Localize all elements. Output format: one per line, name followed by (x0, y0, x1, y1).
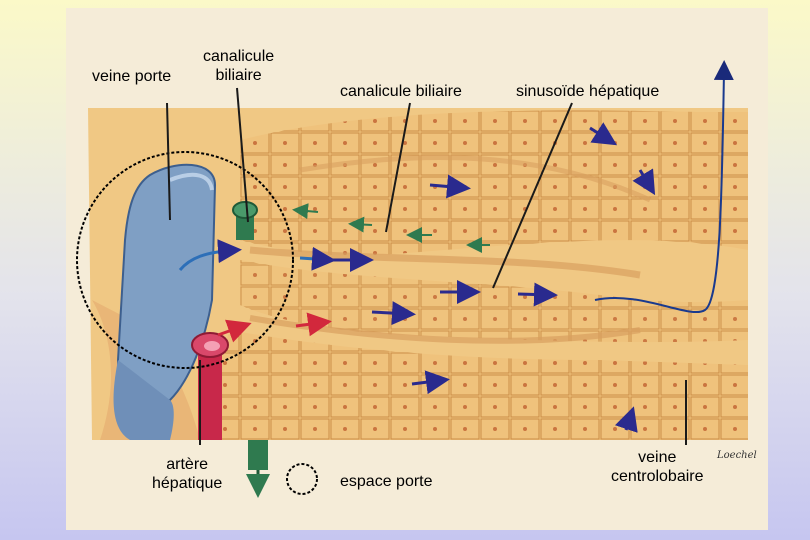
leader-lines (166, 87, 687, 445)
label-canalicule-biliaire-left: canalicule biliaire (203, 48, 275, 84)
label-veine-centrolobaire: veine centrolobaire (611, 449, 704, 485)
blood-flow-arrows (178, 122, 656, 433)
label-sinusoide-hepatique: sinusoïde hépatique (516, 83, 660, 100)
label-veine-porte: veine porte (92, 68, 172, 85)
portal-space-circle (76, 151, 294, 369)
bile-flow-arrows (292, 203, 490, 253)
label-espace-porte: espace porte (340, 473, 433, 490)
bile-duct (232, 201, 270, 498)
legend-portal-space-circle (286, 463, 318, 495)
portal-vein (113, 163, 217, 440)
central-vein-path (594, 60, 734, 314)
arterial-flow-arrows (217, 312, 332, 343)
signature: Loechel (717, 450, 757, 461)
hepatic-artery (191, 332, 229, 440)
label-canalicule-biliaire: canalicule biliaire (340, 83, 462, 100)
label-artere-hepatique: artère hépatique (152, 456, 223, 492)
